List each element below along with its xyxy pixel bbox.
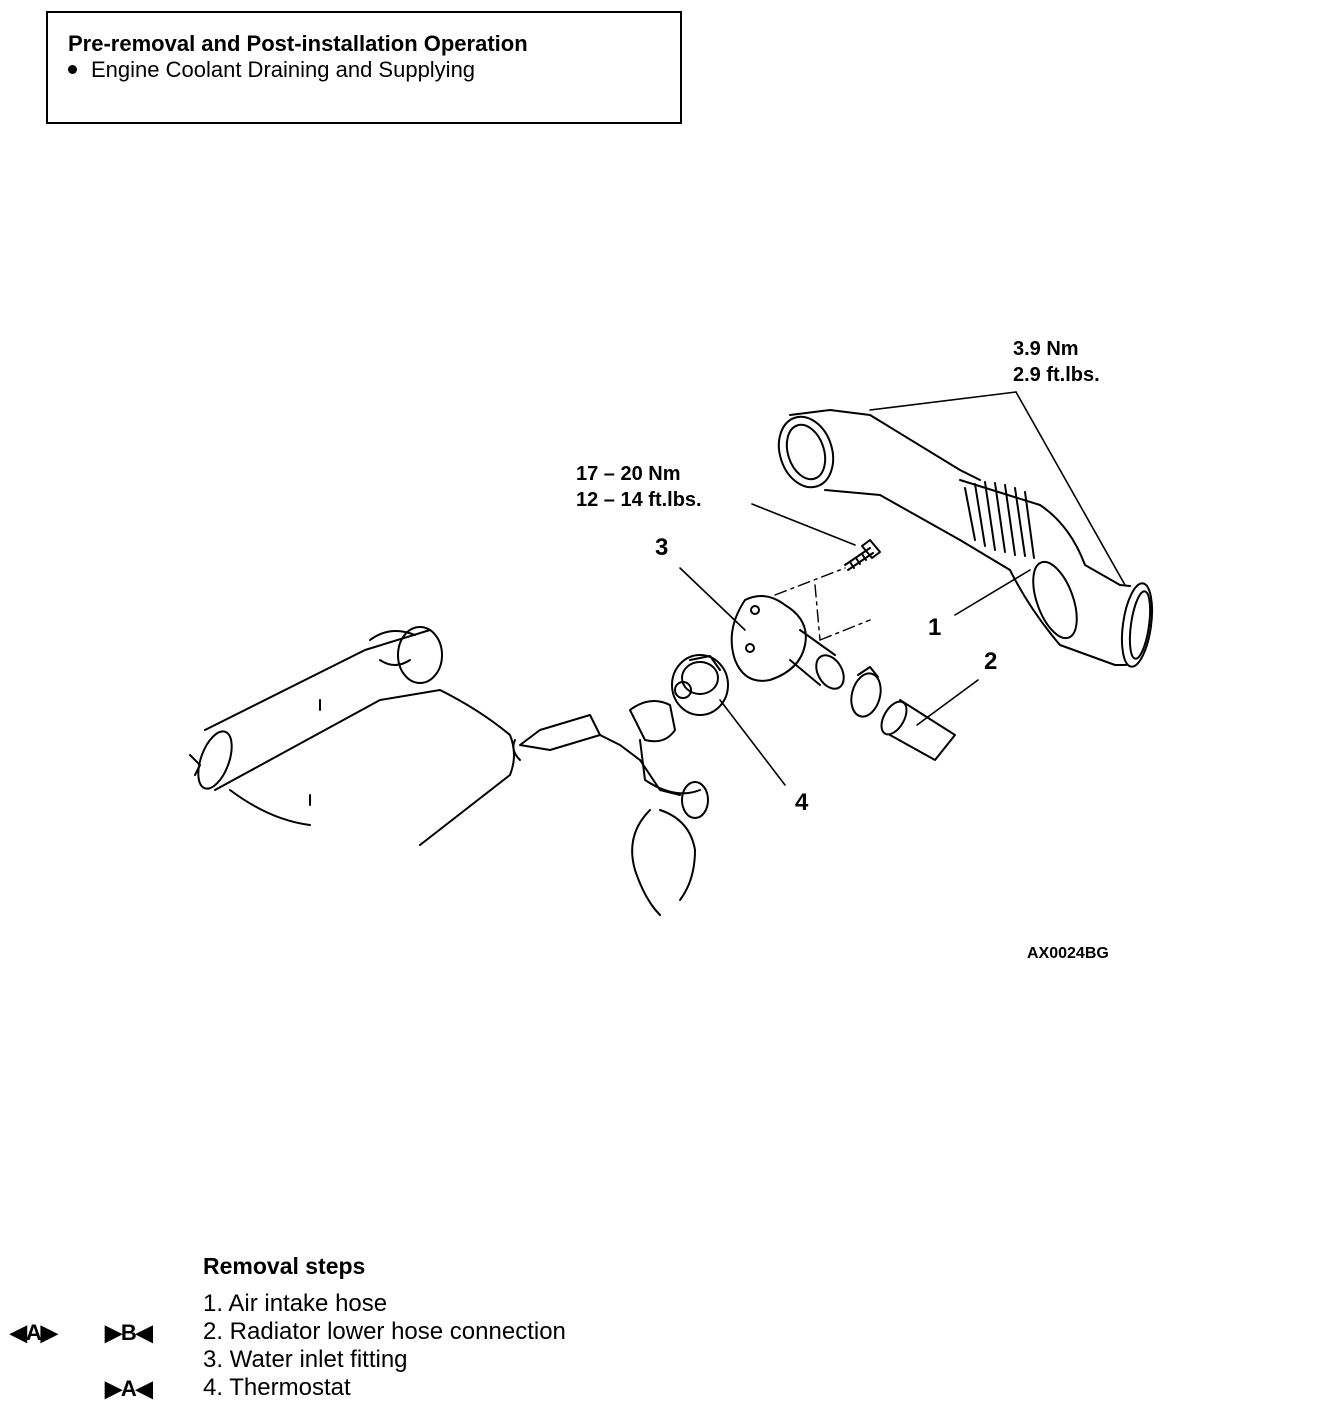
alignment-lines bbox=[774, 567, 871, 641]
torque-ftlbs: 2.9 ft.lbs. bbox=[1013, 364, 1100, 386]
hose-clamp-drawing bbox=[850, 666, 882, 718]
removal-step-1: 1. Air intake hose bbox=[203, 1290, 388, 1317]
callout-4: 4 bbox=[795, 789, 809, 816]
bolt-drawing bbox=[844, 539, 881, 571]
torque-nm: 3.9 Nm bbox=[1013, 338, 1079, 360]
bullet-icon bbox=[68, 64, 77, 74]
callout-2: 2 bbox=[984, 648, 998, 675]
removal-steps-title: Removal steps bbox=[203, 1253, 366, 1279]
step-2-mark-a: ◀A▶ bbox=[10, 1320, 58, 1345]
torque-nm: 17 – 20 Nm bbox=[576, 463, 681, 485]
torque-ftlbs: 12 – 14 ft.lbs. bbox=[576, 489, 702, 511]
torque-label-hose-clamps: 3.9 Nm 2.9 ft.lbs. bbox=[1013, 336, 1100, 388]
callout-1: 1 bbox=[928, 614, 942, 641]
pre-removal-item-text: Engine Coolant Draining and Supplying bbox=[91, 57, 476, 82]
air-intake-hose-drawing bbox=[777, 409, 1154, 668]
callout-3: 3 bbox=[655, 534, 669, 561]
removal-step-3: 3. Water inlet fitting bbox=[203, 1346, 408, 1373]
torque-label-bolt: 17 – 20 Nm 12 – 14 ft.lbs. bbox=[576, 461, 702, 513]
pre-removal-item: Engine Coolant Draining and Supplying bbox=[68, 57, 475, 83]
water-inlet-fitting-drawing bbox=[730, 595, 845, 690]
removal-step-4: 4. Thermostat bbox=[203, 1374, 351, 1401]
radiator-hose-drawing bbox=[880, 699, 956, 761]
engine-block-drawing bbox=[189, 626, 709, 916]
step-2-mark-b: ▶B◀ bbox=[105, 1320, 153, 1345]
figure-id: AX0024BG bbox=[1027, 945, 1109, 962]
pre-removal-box: Pre-removal and Post-installation Operat… bbox=[46, 11, 682, 124]
pre-removal-title: Pre-removal and Post-installation Operat… bbox=[68, 31, 528, 56]
leader-lines bbox=[679, 391, 1126, 786]
thermostat-drawing bbox=[671, 654, 729, 716]
removal-step-2: 2. Radiator lower hose connection bbox=[203, 1318, 566, 1345]
exploded-view-diagram bbox=[189, 391, 1154, 916]
step-4-mark-a: ▶A◀ bbox=[105, 1376, 153, 1401]
